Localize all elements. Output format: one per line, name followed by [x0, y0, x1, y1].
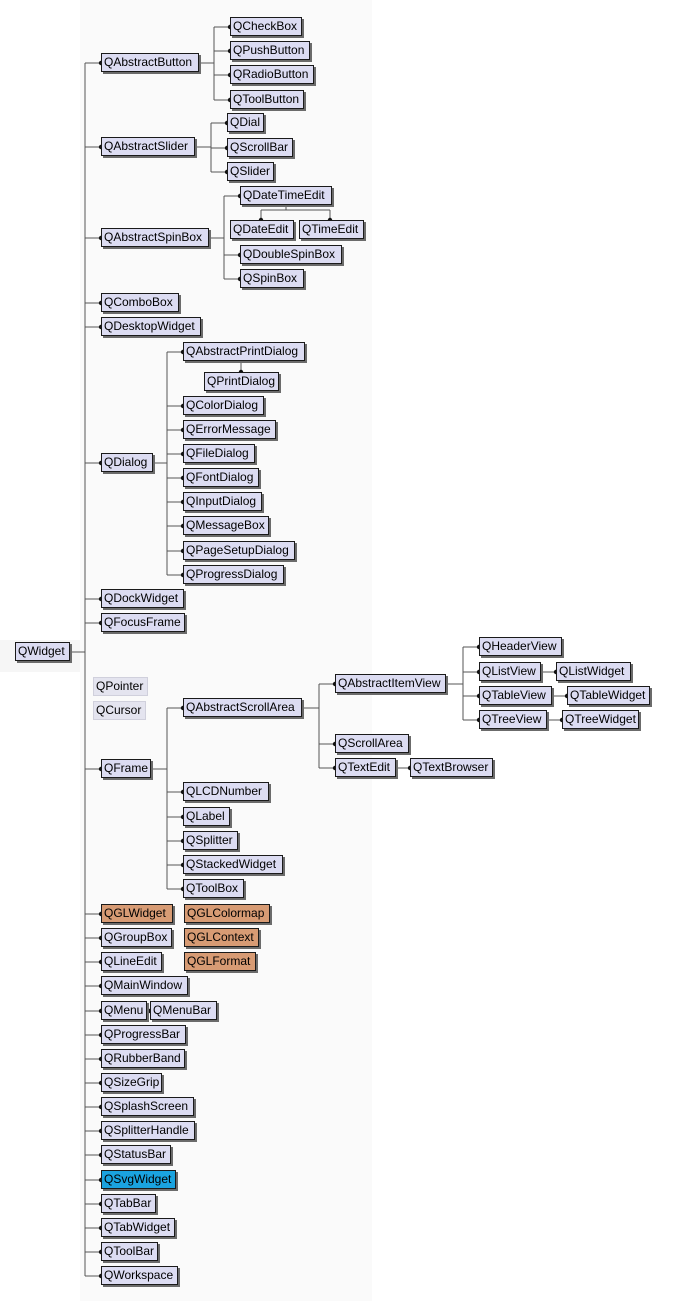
class-node-qframe: QFrame: [101, 759, 151, 778]
class-node-qmainwindow: QMainWindow: [101, 976, 188, 995]
class-node-qmessagebox: QMessageBox: [183, 516, 269, 535]
class-node-qmenu: QMenu: [101, 1001, 147, 1020]
class-node-qradiobutton: QRadioButton: [230, 65, 314, 84]
class-node-qgroupbox: QGroupBox: [101, 928, 172, 947]
class-node-qfontdialog: QFontDialog: [183, 468, 259, 487]
class-node-qfiledialog: QFileDialog: [183, 444, 255, 463]
class-node-qlineedit: QLineEdit: [101, 952, 162, 971]
class-node-qtoolbar: QToolBar: [101, 1242, 158, 1261]
class-node-qstatusbar: QStatusBar: [101, 1145, 171, 1164]
class-node-qworkspace: QWorkspace: [101, 1266, 178, 1285]
class-node-qsplitterhandle: QSplitterHandle: [101, 1121, 195, 1140]
class-node-qdoublespinbox: QDoubleSpinBox: [240, 245, 342, 264]
class-node-qprogressdialog: QProgressDialog: [183, 565, 284, 584]
class-node-qglwidget: QGLWidget: [101, 904, 173, 923]
class-node-qerrormessage: QErrorMessage: [183, 420, 276, 439]
class-node-qlcdnumber: QLCDNumber: [183, 782, 269, 801]
class-node-qdial: QDial: [227, 113, 264, 132]
class-node-qtableview: QTableView: [479, 686, 552, 705]
class-node-qglformat: QGLFormat: [184, 952, 256, 971]
class-node-qtreewidget: QTreeWidget: [562, 710, 639, 729]
class-node-qtabwidget: QTabWidget: [101, 1218, 175, 1237]
class-node-qfocusframe: QFocusFrame: [101, 613, 185, 632]
class-node-qtreeview: QTreeView: [479, 710, 547, 729]
class-node-qheaderview: QHeaderView: [479, 637, 562, 656]
class-node-qtoolbox: QToolBox: [183, 879, 244, 898]
class-node-qsplitter: QSplitter: [183, 831, 238, 850]
class-node-qdatetimeedit: QDateTimeEdit: [240, 186, 332, 205]
class-node-qabstractspinbox: QAbstractSpinBox: [101, 228, 209, 247]
class-node-qlistwidget: QListWidget: [556, 662, 631, 681]
class-node-qtablewidget: QTableWidget: [567, 686, 650, 705]
class-node-qdateedit: QDateEdit: [230, 220, 294, 239]
class-node-qpagesetupdialog: QPageSetupDialog: [183, 541, 295, 560]
class-node-qstackedwidget: QStackedWidget: [183, 855, 283, 874]
class-node-qspinbox: QSpinBox: [240, 269, 304, 288]
class-node-qsizegrip: QSizeGrip: [101, 1073, 162, 1092]
class-node-qpushbutton: QPushButton: [230, 41, 310, 60]
class-node-qabstractscrollarea: QAbstractScrollArea: [183, 698, 302, 717]
class-node-qinputdialog: QInputDialog: [183, 492, 262, 511]
class-node-qlistview: QListView: [479, 662, 541, 681]
class-node-qtextbrowser: QTextBrowser: [410, 758, 493, 777]
class-node-qslider: QSlider: [227, 162, 274, 181]
class-node-qmenubar: QMenuBar: [150, 1001, 217, 1020]
class-node-qdesktopwidget: QDesktopWidget: [101, 317, 201, 336]
class-node-qrubberband: QRubberBand: [101, 1049, 185, 1068]
class-node-qtimeedit: QTimeEdit: [299, 220, 364, 239]
class-node-qtoolbutton: QToolButton: [230, 90, 304, 109]
class-node-qtabbar: QTabBar: [101, 1194, 156, 1213]
class-node-qdialog: QDialog: [101, 453, 153, 472]
class-node-qabstractprintdialog: QAbstractPrintDialog: [183, 342, 305, 361]
class-node-qsplashscreen: QSplashScreen: [101, 1097, 194, 1116]
class-node-qcursor: QCursor: [93, 701, 146, 720]
class-node-qabstractbutton: QAbstractButton: [101, 53, 199, 72]
class-node-qscrollbar: QScrollBar: [227, 138, 293, 157]
class-node-qlabel: QLabel: [183, 807, 230, 826]
class-node-qcheckbox: QCheckBox: [230, 17, 302, 36]
class-node-qdockwidget: QDockWidget: [101, 589, 184, 608]
class-node-qwidget: QWidget: [15, 642, 70, 661]
class-node-qprintdialog: QPrintDialog: [204, 372, 279, 391]
class-node-qscrollarea: QScrollArea: [335, 734, 409, 753]
class-node-qpointer: QPointer: [93, 677, 148, 696]
class-node-qtextedit: QTextEdit: [335, 758, 396, 777]
class-node-qcombobox: QComboBox: [101, 293, 179, 312]
class-node-qabstractitemview: QAbstractItemView: [335, 674, 446, 693]
class-node-qcolordialog: QColorDialog: [183, 396, 264, 415]
class-node-qabstractslider: QAbstractSlider: [101, 137, 195, 156]
class-node-qglcolormap: QGLColormap: [184, 904, 270, 923]
class-node-qsvgwidget: QSvgWidget: [101, 1170, 176, 1189]
class-node-qprogressbar: QProgressBar: [101, 1025, 186, 1044]
class-node-qglcontext: QGLContext: [184, 928, 259, 947]
